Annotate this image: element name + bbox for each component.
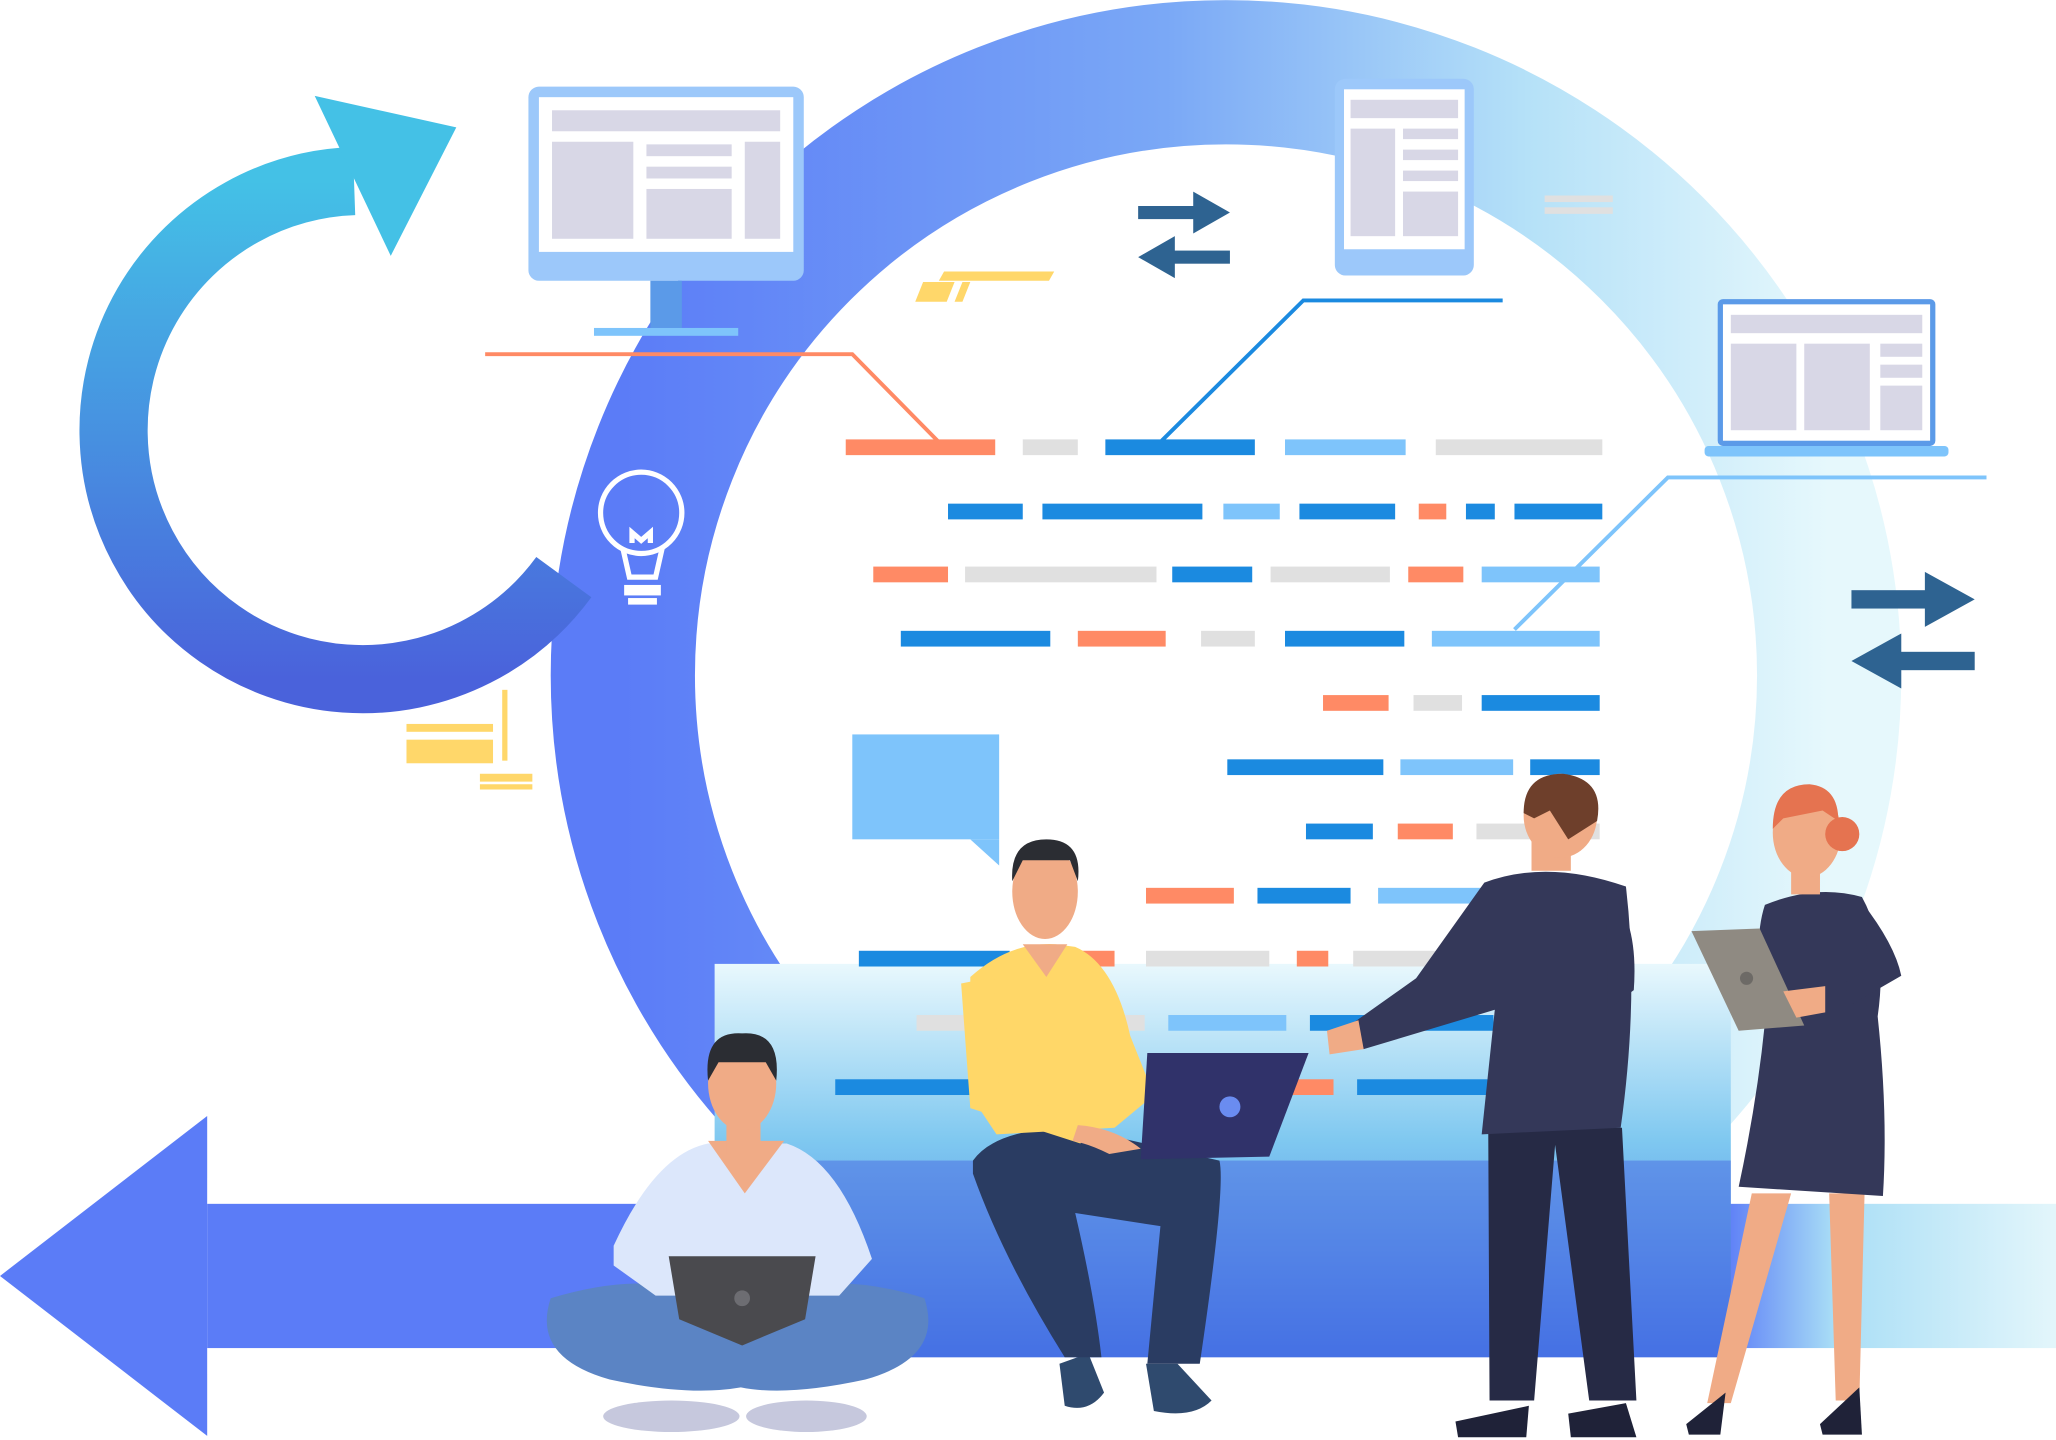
exchange-arrows-icon: [1138, 191, 1230, 279]
chat-bubble-icon: [852, 734, 1000, 866]
man-sitting-with-laptop: [546, 1033, 929, 1432]
businessman: [1326, 773, 1637, 1438]
decoration-dashes: [406, 195, 1613, 790]
exchange-arrows-icon: [1851, 571, 1975, 689]
man-in-yellow-shirt: [961, 839, 1309, 1414]
tablet-icon: [1334, 78, 1474, 276]
lightbulb-icon: [597, 469, 685, 605]
refresh-arrow-icon: [79, 95, 592, 714]
laptop-icon: [1704, 299, 1949, 457]
businesswoman-with-tablet: [1686, 784, 1902, 1435]
monitor-icon: [528, 86, 804, 336]
